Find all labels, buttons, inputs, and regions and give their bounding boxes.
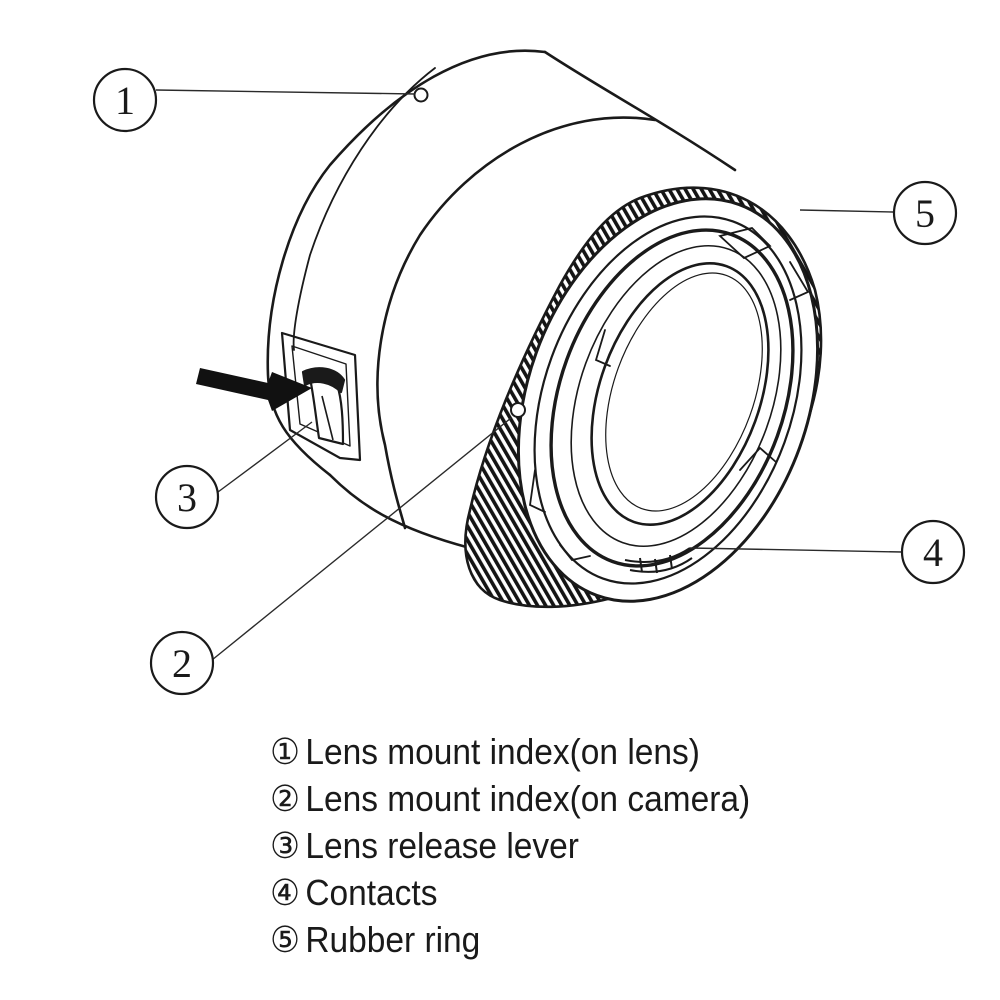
lens-mount-adapter-diagram: 1 2 3 4 5: [92, 49, 966, 696]
legend-label: Contacts: [305, 872, 438, 913]
callout-4-number: 4: [923, 530, 943, 575]
mount-face: [516, 197, 820, 603]
leader-line-3: [217, 421, 313, 493]
leader-lines: [155, 89, 903, 661]
callout-3-number: 3: [177, 475, 197, 520]
callout-1: 1: [92, 67, 158, 133]
legend-marker: ②: [270, 778, 301, 819]
adapter-body: [266, 49, 737, 550]
callout-1-number: 1: [115, 78, 135, 123]
legend-label: Rubber ring: [305, 919, 481, 960]
legend-marker: ④: [270, 872, 301, 913]
callout-2: 2: [149, 630, 215, 696]
leader-line-5: [799, 209, 894, 213]
legend-marker: ①: [270, 731, 301, 772]
callout-3: 3: [154, 464, 220, 530]
index-dot-on-camera: [510, 402, 526, 418]
legend-label: Lens mount index(on lens): [305, 731, 700, 772]
callout-5: 5: [892, 180, 958, 246]
callout-5-number: 5: [915, 191, 935, 236]
legend-marker: ⑤: [270, 919, 301, 960]
index-dot-on-lens: [413, 87, 429, 103]
press-arrow: [196, 368, 312, 411]
callout-4: 4: [900, 519, 966, 585]
callout-2-number: 2: [172, 641, 192, 686]
legend-marker: ③: [270, 825, 301, 866]
legend-label: Lens release lever: [305, 825, 579, 866]
release-lever: [301, 367, 346, 446]
contacts: [624, 547, 693, 574]
leader-line-1: [155, 89, 416, 95]
leader-line-2: [211, 417, 512, 661]
leader-line-4: [689, 547, 903, 553]
legend-label: Lens mount index(on camera): [305, 778, 751, 819]
